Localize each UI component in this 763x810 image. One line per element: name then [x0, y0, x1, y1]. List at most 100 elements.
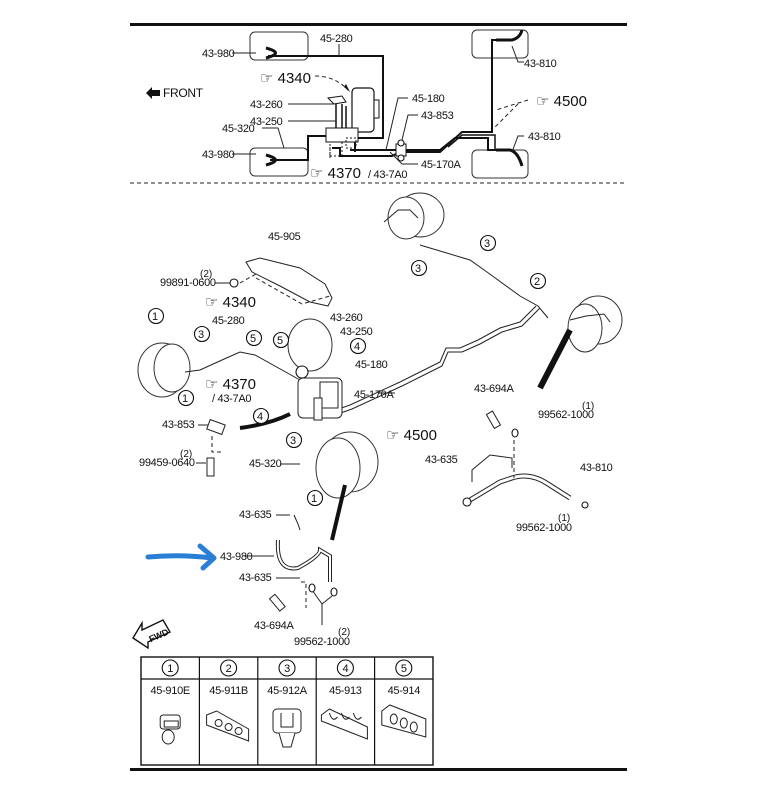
clip-icon	[206, 710, 250, 742]
callout-1	[147, 307, 165, 325]
bracket-45-905	[245, 257, 333, 307]
front-hose-top	[265, 46, 277, 60]
brake-drum-front-left	[137, 342, 191, 398]
label-43-980-front: 43-980	[202, 48, 235, 60]
bolt-99459	[206, 457, 215, 477]
wheel-front-left	[249, 31, 309, 61]
rear-brake-pipe	[419, 244, 549, 319]
label-45-280: 45-280	[320, 33, 353, 45]
clip-icon	[272, 708, 302, 748]
label-43-853-detail: 43-853	[162, 419, 195, 431]
label-43-853: 43-853	[421, 110, 454, 122]
callout-5	[245, 329, 263, 347]
table-column: 1 45-910E	[150, 659, 190, 745]
label-45-170a-detail: 45-170A	[354, 389, 394, 401]
clip-number: 4	[342, 663, 348, 675]
svg-text:4: 4	[257, 411, 263, 423]
wheel-front-right	[249, 147, 309, 177]
label-43-250: 43-250	[250, 116, 283, 128]
ref-4340-detail: ☞ 4340	[205, 294, 256, 311]
clip-icon	[320, 708, 368, 740]
clip-callouts: 1 1 1 3 3 3 3 2 4 4 5 5	[147, 234, 547, 507]
joint-43-853-detail	[206, 418, 226, 436]
brake-drum-front-right	[315, 431, 379, 541]
pipe-45-280-detail	[184, 351, 301, 381]
clip-number: 5	[401, 663, 407, 675]
table-column: 2 45-911B	[206, 659, 250, 742]
clip-number: 3	[284, 663, 290, 675]
callout-3	[479, 234, 497, 252]
brake-drum-rear-left	[383, 192, 445, 240]
clip-number-circle	[220, 659, 238, 677]
label-99562-bottom-qty: (1)	[558, 513, 570, 524]
svg-text:3: 3	[415, 263, 421, 275]
label-99891-0600: 99891-0600	[160, 277, 216, 289]
clip-icon	[381, 704, 427, 738]
label-43-250-detail: 43-250	[340, 326, 373, 338]
clip-number: 1	[167, 663, 173, 675]
label-43-694a-front: 43-694A	[254, 620, 294, 632]
label-43-980-rear: 43-980	[202, 149, 235, 161]
callout-4	[349, 337, 367, 355]
brake-booster	[351, 87, 375, 133]
callout-4	[252, 407, 270, 425]
highlight-arrow-icon	[145, 553, 215, 561]
label-43-810-bottom: 43-810	[528, 131, 561, 143]
hose-43-980	[275, 539, 332, 582]
ref-4340: ☞ 4340	[260, 70, 311, 87]
bolt-43-694a-front	[268, 593, 286, 612]
callout-5	[272, 331, 290, 349]
fwd-arrow-icon: FWD	[132, 619, 171, 650]
label-45-320: 45-320	[222, 123, 255, 135]
callout-3	[410, 259, 428, 277]
clip-part-number: 45-911B	[209, 685, 248, 697]
clip-number-circle	[161, 659, 179, 677]
label-45-320-detail: 45-320	[249, 458, 282, 470]
label-99562-1000-rear-top: 99562-1000	[538, 409, 594, 421]
clip-icon	[159, 714, 181, 745]
clip-number-circle	[336, 659, 354, 677]
label-99562-front-qty: (2)	[338, 627, 350, 638]
top-border	[130, 23, 627, 26]
pipe-45-280	[268, 55, 384, 139]
label-43-260: 43-260	[250, 99, 283, 111]
label-43-810-top: 43-810	[524, 58, 557, 70]
svg-text:4: 4	[354, 341, 360, 353]
bottom-border	[130, 768, 627, 771]
callout-2	[529, 272, 547, 290]
pipe-45-320	[270, 135, 330, 161]
callout-1	[177, 389, 195, 407]
clip-part-number: 45-914	[388, 685, 421, 697]
label-43-7a0-detail: / 43-7A0	[212, 393, 251, 405]
svg-text:1: 1	[152, 311, 158, 323]
clip-part-number: 45-910E	[150, 685, 190, 697]
label-45-905: 45-905	[268, 231, 301, 243]
label-45-180-detail: 45-180	[355, 359, 388, 371]
front-arrow-icon	[146, 87, 160, 99]
label-99459-qty: (2)	[180, 449, 192, 460]
pipe-rear-main	[332, 39, 512, 157]
rear-hose-top	[496, 29, 524, 42]
detail-diagram: FWD 1 1 1 3 3 3 3 2 4 4 5 5 45-905 (2) 9…	[132, 192, 623, 650]
svg-text:3: 3	[290, 435, 296, 447]
clip-number-circle	[395, 659, 413, 677]
svg-text:5: 5	[277, 335, 283, 347]
label-43-810-detail: 43-810	[580, 462, 613, 474]
clip-number: 2	[226, 663, 232, 675]
table-column: 5 45-914	[381, 659, 427, 738]
label-99459-0640: 99459-0640	[139, 457, 195, 469]
svg-text:5: 5	[250, 333, 256, 345]
svg-text:2: 2	[534, 276, 540, 288]
brake-booster-detail	[287, 318, 333, 372]
bolt-43-694a-rear	[485, 410, 502, 430]
ref-4370-detail: ☞ 4370	[205, 376, 256, 393]
label-45-180: 45-180	[412, 93, 445, 105]
hydraulic-unit	[325, 127, 359, 143]
svg-text:1: 1	[182, 393, 188, 405]
label-43-7a0: / 43-7A0	[368, 169, 407, 181]
ref-4500: ☞ 4500	[536, 93, 587, 110]
label-99562-top-qty: (1)	[582, 401, 594, 412]
ref-4500-detail: ☞ 4500	[386, 427, 437, 444]
label-45-170a: 45-170A	[421, 159, 461, 171]
